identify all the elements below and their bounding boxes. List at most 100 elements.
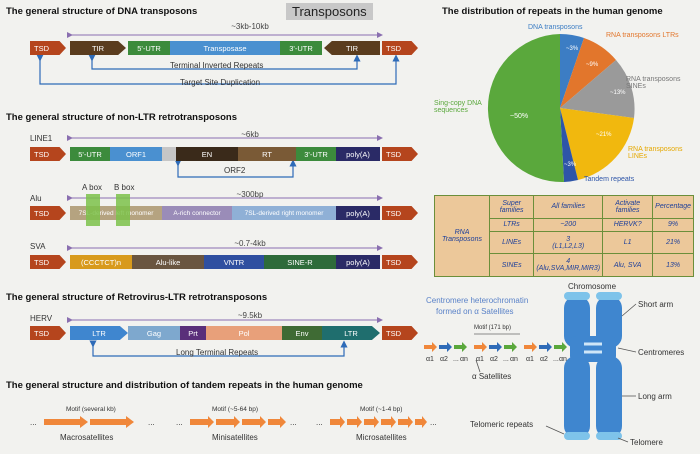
pie-label-single: Sing-copy DNA sequences xyxy=(434,100,482,114)
tsd-label: Target Site Duplication xyxy=(180,78,261,87)
mini-dots-left: ... xyxy=(176,418,183,427)
mini-name: Minisatellites xyxy=(212,433,258,442)
pie-slice-ltrs xyxy=(560,38,616,108)
line1-tsd-right: TSD xyxy=(382,147,418,161)
short-arm-label: Short arm xyxy=(638,300,674,309)
alu-size: ~300bp xyxy=(236,190,264,199)
table-row-header: RNA Transposons xyxy=(434,195,490,277)
mini-arrow-3 xyxy=(242,416,266,428)
herv-ltr-right: LTR xyxy=(322,326,380,340)
herv-name: HERV xyxy=(30,314,53,323)
dna-tir-right: TIR xyxy=(324,41,380,55)
mini-dots-right: ... xyxy=(290,418,297,427)
sva-tsd-left: TSD xyxy=(30,255,66,269)
pie-label-ltrs: RNA transposons LTRs xyxy=(606,32,679,39)
dna-size-label: ~3kb-10kb xyxy=(231,22,269,31)
micro-arrow-1 xyxy=(330,416,345,428)
pie-pct-tandem: ~3% xyxy=(564,162,577,168)
dna-utr3: 3'-UTR xyxy=(280,41,322,55)
alpha-label-a1: α1 xyxy=(426,356,434,363)
mini-arrow-4 xyxy=(268,416,286,428)
ltr-label: Long Terminal Repeats xyxy=(176,348,259,357)
pie-slice-lines xyxy=(560,108,634,180)
alpha-label-an: αn xyxy=(559,356,567,363)
long-arm-label: Long arm xyxy=(638,392,672,401)
sva-polya: poly(A) xyxy=(336,255,380,269)
micro-name: Microsatellites xyxy=(356,433,407,442)
mini-arrow-1 xyxy=(190,416,214,428)
alpha-label-dots: ... xyxy=(453,356,459,363)
herv-tsd-left: TSD xyxy=(30,326,66,340)
dna-transposase: Transposase xyxy=(170,41,280,55)
page-title: Transposons xyxy=(286,3,373,20)
line1-utr5: 5'-UTR xyxy=(70,147,110,161)
chromosome-shape xyxy=(564,292,622,440)
pie-slice-single xyxy=(487,34,564,183)
tandem-heading: The general structure and distribution o… xyxy=(6,380,363,391)
pie-label-dna: DNA transposons xyxy=(528,24,583,31)
alu-connector: A-rich connector xyxy=(162,206,232,220)
alu-abox xyxy=(86,194,100,226)
alu-abox-label: A box xyxy=(82,183,103,192)
pie-label-lines: RNA transposons LINEs xyxy=(628,146,683,160)
herv-gag: Gag xyxy=(128,326,180,340)
sva-size: ~0.7-4kb xyxy=(234,239,266,248)
macro-name: Macrosatellites xyxy=(60,433,114,442)
micro-arrow-2 xyxy=(347,416,362,428)
dna-heading: The general structure of DNA transposons xyxy=(6,6,198,17)
alpha-label-an: αn xyxy=(460,356,468,363)
telomere-label: Telomere xyxy=(630,438,663,447)
alpha-label-a1: α1 xyxy=(476,356,484,363)
alu-bbox xyxy=(116,194,130,226)
alu-name: Alu xyxy=(30,194,42,203)
tsd-arrow xyxy=(36,54,400,85)
centromere-heading-2: formed on α Satellites xyxy=(436,307,514,316)
ltr-heading: The general structure of Retrovirus-LTR … xyxy=(6,292,268,303)
alpha-label-an: αn xyxy=(510,356,518,363)
pie-pct-ltrs: ~9% xyxy=(586,62,599,68)
alpha-motif: Motif (171 bp) xyxy=(474,325,512,331)
orf2-arrow xyxy=(174,159,297,178)
alu-polya: poly(A) xyxy=(336,206,380,220)
chromosome-label: Chromosome xyxy=(568,282,617,291)
pie-pct-lines: ~21% xyxy=(596,132,612,138)
dna-tsd-right: TSD xyxy=(382,41,418,55)
line1-polya: poly(A) xyxy=(336,147,380,161)
pie-chart: ~3% ~9% ~13% ~21% ~3% ~50% xyxy=(487,34,635,183)
micro-arrow-5 xyxy=(398,416,413,428)
alu-right-monomer: 7SL-derived right monomer xyxy=(232,206,336,220)
mini-arrow-2 xyxy=(216,416,240,428)
centromere-heading-1: Centromere heterochromatin xyxy=(426,296,529,305)
sva-siner: SINE-R xyxy=(264,255,336,269)
pie-heading: The distribution of repeats in the human… xyxy=(442,6,663,17)
pie-slice-sines xyxy=(560,60,635,118)
line1-gap xyxy=(162,147,176,161)
sva-ccctct: (CCCTCT)n xyxy=(70,255,132,269)
dna-tir-left: TIR xyxy=(70,41,126,55)
herv-tsd-right: TSD xyxy=(382,326,418,340)
line1-en: EN xyxy=(176,147,238,161)
macro-arrow-2 xyxy=(90,416,134,428)
alpha-label-a2: α2 xyxy=(490,356,498,363)
dna-utr5: 5'-UTR xyxy=(128,41,170,55)
herv-prt: Prt xyxy=(180,326,206,340)
alpha-label-dots: ... xyxy=(553,356,559,363)
alpha-satellites-label: α Satellites xyxy=(472,372,512,381)
micro-dots-left: ... xyxy=(316,418,323,427)
alpha-label-a1: α1 xyxy=(526,356,534,363)
rna-table-wrap: RNA Transposons Super families All famil… xyxy=(434,195,694,277)
centromeres-label: Centromeres xyxy=(638,348,685,357)
alu-bbox-label: B box xyxy=(114,183,135,192)
tir-label: Terminal Inverted Repeats xyxy=(170,61,264,70)
tir-arrow xyxy=(88,54,361,70)
herv-size: ~9.5kb xyxy=(237,311,263,320)
sva-alulike: Alu-like xyxy=(132,255,204,269)
line1-size: ~6kb xyxy=(241,130,259,139)
herv-env: Env xyxy=(282,326,322,340)
macro-dots-right: ... xyxy=(148,418,155,427)
alpha-label-a2: α2 xyxy=(540,356,548,363)
pie-label-tandem: Tandem repeats xyxy=(584,176,635,183)
